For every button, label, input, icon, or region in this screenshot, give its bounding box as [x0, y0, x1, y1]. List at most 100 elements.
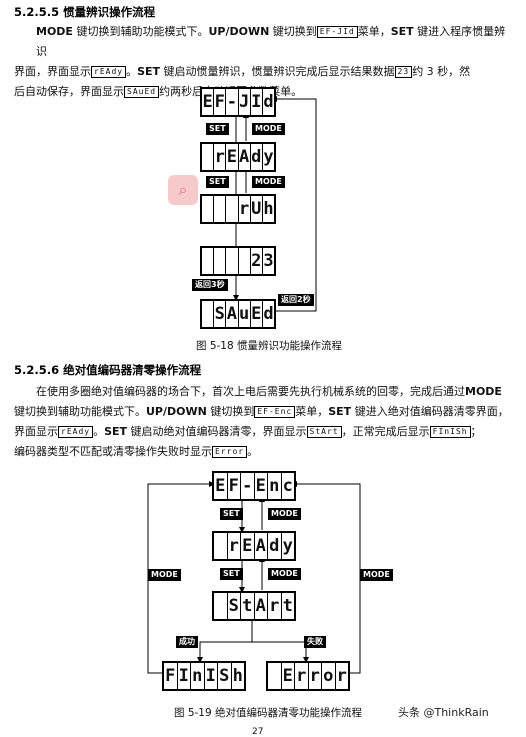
- text-set: SET: [390, 25, 414, 38]
- text: 。: [126, 65, 138, 78]
- digit: [202, 248, 215, 274]
- digit: r: [268, 593, 282, 619]
- text: 菜单，: [295, 405, 329, 418]
- digit: n: [268, 473, 282, 499]
- digit: -: [241, 473, 255, 499]
- digit: r: [239, 196, 251, 222]
- mode-key-tag: MODE: [252, 123, 285, 135]
- mode-key-tag-left: MODE: [148, 569, 181, 581]
- text: 界面显示: [14, 425, 58, 438]
- figure-caption-5-19: 图 5-19 绝对值编码器清零功能操作流程: [174, 707, 363, 719]
- digit: n: [191, 663, 205, 689]
- text: 键切换到辅助功能模式下。: [72, 25, 209, 38]
- digit: E: [202, 89, 215, 115]
- inline-seg-display: rEAdy: [58, 426, 94, 438]
- inline-seg-display: Error: [212, 446, 248, 458]
- digit: I: [251, 89, 263, 115]
- inline-seg-display: EF-Enc: [254, 406, 296, 418]
- display-error: E r r o r: [266, 661, 350, 691]
- text: 。: [93, 425, 105, 438]
- text: 。: [247, 445, 259, 458]
- display-start: S t A r t: [212, 591, 296, 621]
- display-result: 2 3: [200, 246, 276, 276]
- digit: u: [239, 301, 251, 327]
- return-2s-tag: 返回2秒: [278, 294, 314, 306]
- digit: F: [164, 663, 178, 689]
- digit: [202, 144, 215, 170]
- text: 后自动保存，界面显示: [14, 85, 124, 98]
- display-ef-enc: E F - E n c: [212, 471, 296, 501]
- success-tag: 成功: [176, 636, 198, 648]
- digit: E: [214, 473, 228, 499]
- text: ，正常完成后显示: [341, 425, 430, 438]
- text-set: SET: [328, 405, 352, 418]
- digit: o: [322, 663, 336, 689]
- digit: d: [263, 92, 274, 112]
- digit: h: [263, 199, 274, 219]
- digit: S: [228, 593, 241, 619]
- inline-seg-display: SAuEd: [124, 86, 160, 98]
- watermark: 头条 @ThinkRain: [398, 706, 489, 719]
- digit: y: [263, 147, 274, 167]
- digit: U: [251, 196, 263, 222]
- digit: J: [239, 89, 251, 115]
- display-ef-jid: E F - J I d: [200, 87, 276, 117]
- digit: [214, 593, 228, 619]
- digit: E: [255, 473, 268, 499]
- digit: A: [226, 301, 239, 327]
- text: 界面，界面显示: [14, 65, 91, 78]
- text: 约 3 秒，然: [412, 65, 471, 78]
- text-set: SET: [104, 425, 128, 438]
- section-heading-inertia: 5.2.5.5 惯量辨识操作流程: [14, 5, 156, 19]
- fail-tag: 失败: [304, 636, 326, 648]
- mode-key-tag-right: MODE: [360, 569, 393, 581]
- digit: t: [282, 596, 293, 616]
- set-key-tag: SET: [220, 508, 243, 520]
- digit: I: [178, 663, 191, 689]
- text: ；: [470, 425, 482, 438]
- digit: r: [228, 533, 241, 559]
- digit: A: [255, 593, 268, 619]
- paragraph-encoder: 在使用多圈绝对值编码器的场合下，首次上电后需要先执行机械系统的回零，完成后通过M…: [14, 382, 518, 462]
- search-icon: ⌕: [168, 175, 198, 205]
- digit: [226, 196, 239, 222]
- digit: r: [309, 663, 322, 689]
- text: 菜单，: [357, 25, 391, 38]
- digit: r: [295, 663, 309, 689]
- inline-seg-display: rEAdy: [91, 66, 127, 78]
- digit: S: [214, 301, 227, 327]
- text: 键启动绝对值编码器清零，界面显示: [127, 425, 307, 438]
- text: 键进入绝对值编码器清零界面，: [351, 405, 509, 418]
- digit: [214, 533, 228, 559]
- digit: -: [226, 89, 239, 115]
- mode-key-tag: MODE: [268, 568, 301, 580]
- set-key-tag: SET: [206, 123, 229, 135]
- display-run: r U h: [200, 194, 276, 224]
- digit: [226, 248, 239, 274]
- digit: 3: [263, 251, 274, 271]
- digit: [268, 663, 282, 689]
- text: 键切换到辅助功能模式下。: [14, 405, 146, 418]
- set-key-tag: SET: [220, 568, 243, 580]
- digit: t: [241, 593, 255, 619]
- inline-seg-display: FInISh: [429, 426, 471, 438]
- text: 在使用多圈绝对值编码器的场合下，首次上电后需要先执行机械系统的回零，完成后通过: [36, 385, 465, 398]
- digit: A: [255, 533, 268, 559]
- digit: r: [214, 144, 227, 170]
- digit: I: [205, 663, 218, 689]
- text-updown: UP/DOWN: [146, 405, 207, 418]
- display-finish: F I n I S h: [162, 661, 246, 691]
- display-saved: S A u E d: [200, 299, 276, 329]
- text: 键切换到: [269, 25, 317, 38]
- set-key-tag: SET: [206, 176, 229, 188]
- digit: F: [214, 89, 227, 115]
- page-number: 27: [252, 727, 264, 737]
- section-heading-encoder: 5.2.5.6 绝对值编码器清零操作流程: [14, 363, 202, 377]
- digit: E: [251, 301, 263, 327]
- digit: F: [228, 473, 241, 499]
- text-updown: UP/DOWN: [208, 25, 270, 38]
- inline-seg-display: StArt: [306, 426, 342, 438]
- digit: [202, 196, 215, 222]
